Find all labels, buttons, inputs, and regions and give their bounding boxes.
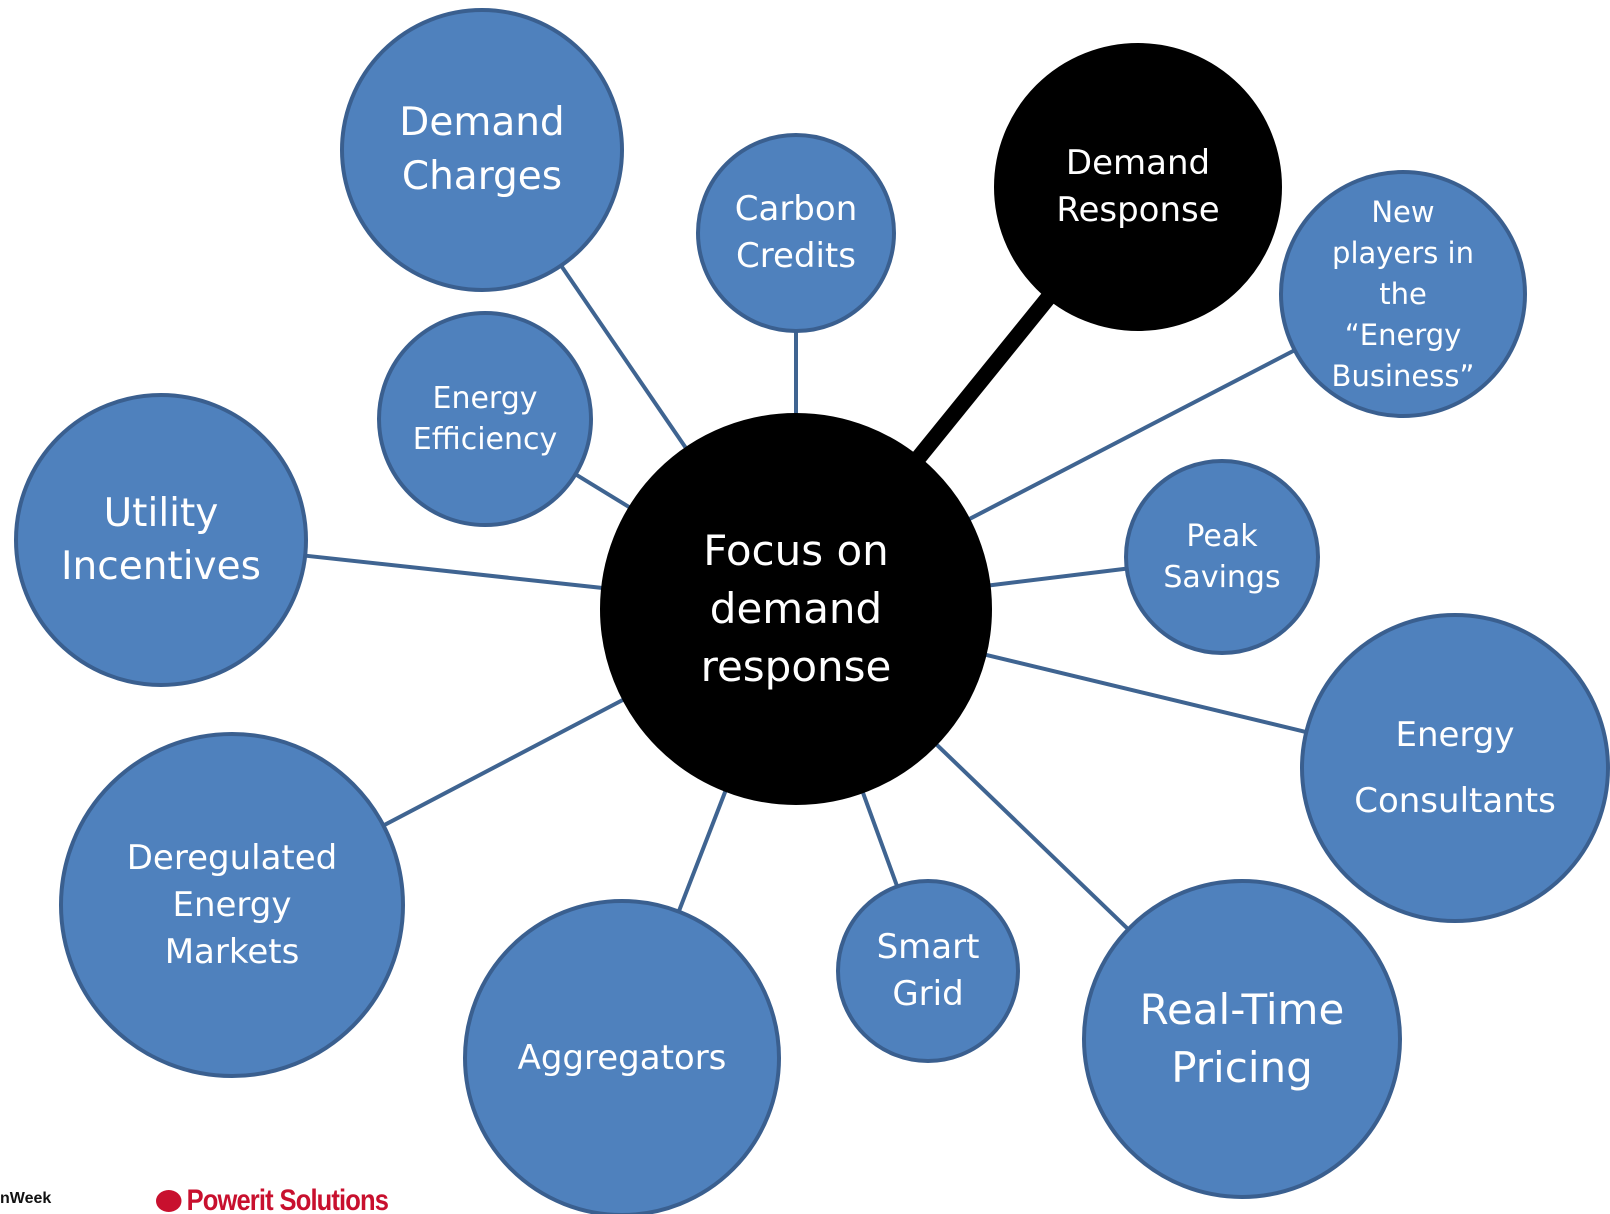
center-node-focus-label-line: Focus on [703, 526, 889, 575]
node-new-players-label-line: “Energy [1344, 317, 1462, 352]
footer-source-text: nWeek [0, 1190, 52, 1207]
node-aggregators-label-line: Aggregators [517, 1037, 727, 1078]
node-new-players-label-line: the [1379, 276, 1427, 311]
node-new-players-label-line: New [1371, 194, 1435, 229]
connector-aggregators [676, 787, 729, 915]
node-demand-response-label-line: Demand [1065, 143, 1211, 183]
node-deregulated-markets-label-line: Deregulated [126, 837, 338, 878]
node-real-time-pricing-label-line: Pricing [1171, 1043, 1313, 1092]
node-peak-savings-label-line: Savings [1163, 560, 1281, 595]
logo-mark-icon [156, 1190, 182, 1212]
logo-word-powerit: Powerit [186, 1184, 274, 1214]
node-energy-efficiency-label-line: Energy [432, 381, 538, 416]
connector-peak-savings [986, 566, 1129, 588]
node-new-players-label-line: Business” [1331, 358, 1475, 393]
center-node-focus-label-line: response [700, 642, 892, 691]
node-deregulated-markets-label-line: Markets [164, 931, 300, 972]
connector-demand-response [910, 290, 1057, 465]
node-energy-consultants-label-line: Energy [1395, 715, 1515, 755]
connector-energy-consultants [982, 652, 1309, 735]
node-aggregators: Aggregators [463, 899, 781, 1214]
node-utility-incentives-label-line: Incentives [61, 544, 261, 589]
node-demand-charges-label-line: Charges [401, 154, 563, 199]
node-demand-charges-label-line: Demand [399, 100, 565, 145]
node-deregulated-markets-label-line: Energy [172, 884, 292, 925]
connector-energy-efficiency [572, 471, 634, 511]
node-energy-efficiency-label-line: Efficiency [412, 422, 558, 457]
connector-real-time-pricing [932, 740, 1132, 933]
node-smart-grid-label-line: Smart [876, 927, 980, 967]
logo-word-solutions: Solutions [279, 1184, 389, 1214]
node-real-time-pricing-label-line: Real-Time [1139, 985, 1345, 1034]
connector-smart-grid [859, 788, 900, 890]
node-energy-consultants-label-line: Consultants [1354, 781, 1556, 821]
connector-demand-charges [558, 262, 690, 452]
connector-utility-incentives [302, 553, 606, 591]
node-peak-savings-label-line: Peak [1186, 519, 1258, 554]
node-carbon-credits-label-line: Carbon [734, 189, 858, 229]
connector-new-players [965, 347, 1298, 523]
node-demand-response-label-line: Response [1056, 190, 1220, 230]
center-node-focus-label-line: demand [709, 584, 883, 633]
node-utility-incentives-label-line: Utility [103, 491, 219, 536]
powerit-solutions-logo: Powerit Solutions [156, 1184, 389, 1214]
node-smart-grid-label-line: Grid [892, 974, 964, 1014]
connector-deregulated-markets [380, 696, 627, 829]
node-carbon-credits-label-line: Credits [736, 236, 856, 276]
node-new-players-label-line: players in [1332, 235, 1474, 270]
center-node-focus: Focus on demand response [600, 413, 992, 805]
